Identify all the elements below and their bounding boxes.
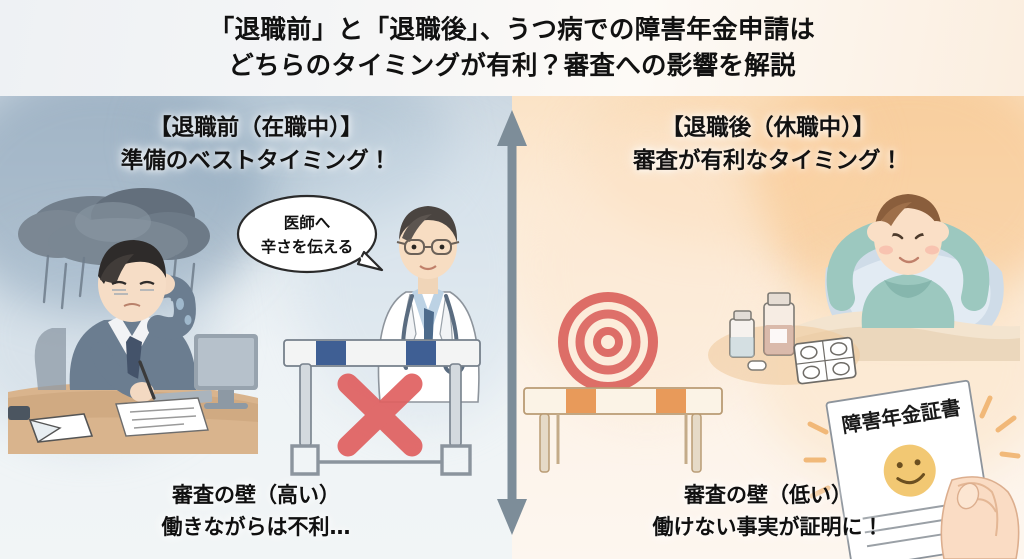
- left-panel-caption: 審査の壁（高い） 働きながらは不利…: [0, 480, 512, 543]
- right-heading-line-1: 【退職後（休職中）】: [661, 115, 875, 141]
- speech-bubble-line-2: 辛さを伝える: [261, 237, 354, 256]
- low-hurdle-illustration: [520, 372, 726, 482]
- high-hurdle-illustration: [278, 334, 490, 479]
- speech-bubble-line-1: 医師へ: [284, 213, 331, 232]
- right-caption-line-2: 働けない事実が証明に！: [652, 514, 884, 539]
- left-heading-line-1: 【退職前（在職中）】: [149, 115, 363, 141]
- glasses-icon: [396, 239, 460, 255]
- paper-document: [115, 397, 209, 437]
- hurdle-bar: [523, 387, 723, 415]
- medicine-bottle-small: [729, 310, 755, 358]
- hurdle-bar: [283, 339, 481, 367]
- pension-certificate-illustration: 障害年金証書: [802, 374, 1024, 559]
- resting-person-illustration: [796, 176, 1020, 361]
- divider-double-arrow-icon: [496, 110, 528, 535]
- hand-holding-certificate: [940, 476, 1020, 559]
- pill-blister-pack: [793, 336, 857, 385]
- right-panel-caption: 審査の壁（低い） 働けない事実が証明に！: [512, 480, 1024, 543]
- left-heading-line-2: 準備のベストタイミング！: [120, 147, 392, 174]
- medicine-bottle-large: [763, 292, 795, 356]
- left-caption-line-2: 働きながらは不利…: [161, 514, 351, 539]
- page-title-line-1: 「退職前」と「退職後」、うつ病での障害年金申請は: [208, 14, 816, 45]
- stressed-worker-illustration: [8, 184, 258, 454]
- monitor-icon: [194, 334, 258, 409]
- left-caption-line-1: 審査の壁（高い）: [172, 483, 340, 507]
- sweat-drops: [176, 298, 192, 325]
- right-caption-line-1: 審査の壁（低い）: [684, 483, 852, 507]
- smiley-face-icon: [883, 444, 936, 497]
- panel-before-retirement: 医師へ 辛さを伝える: [0, 96, 512, 559]
- page-title-line-2: どちらのタイミングが有利？審査への影響を解説: [228, 51, 796, 81]
- panel-after-retirement: 障害年金証書: [512, 96, 1024, 559]
- right-heading-line-2: 審査が有利なタイミング！: [632, 147, 903, 174]
- left-panel-heading: 【退職前（在職中）】 準備のベストタイミング！: [0, 112, 512, 177]
- right-panel-heading: 【退職後（休職中）】 審査が有利なタイミング！: [512, 112, 1024, 177]
- medicine-illustration: [708, 281, 860, 386]
- speech-bubble-doctor-advice: 医師へ 辛さを伝える: [236, 190, 384, 286]
- header-banner: 「退職前」と「退職後」、うつ病での障害年金申請は どちらのタイミングが有利？審査…: [0, 0, 1024, 96]
- bullseye-target-icon: [558, 292, 658, 392]
- x-mark-icon: [337, 373, 423, 457]
- sparkle-rays: [803, 395, 1021, 499]
